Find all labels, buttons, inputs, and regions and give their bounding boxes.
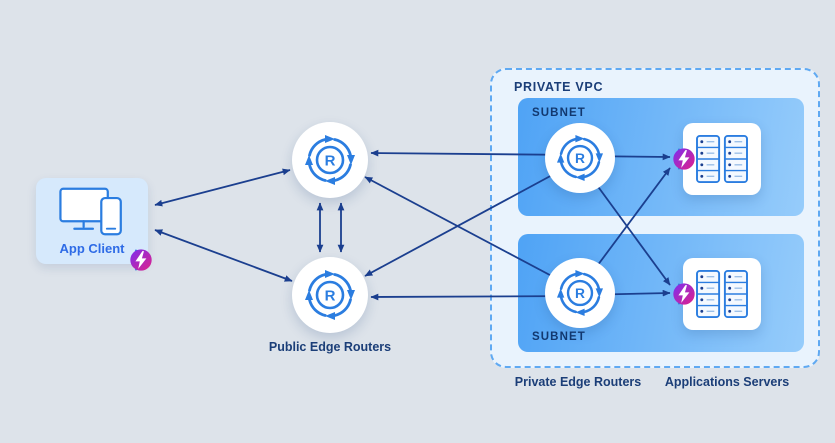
- router-icon: [292, 122, 368, 198]
- application-server-bottom: [672, 258, 761, 330]
- server-rack-icon: [696, 269, 748, 319]
- private-edge-routers-label: Private Edge Routers: [514, 375, 642, 389]
- private-vpc-label: PRIVATE VPC: [514, 80, 604, 94]
- lightning-bolt-badge: [129, 248, 153, 272]
- public-edge-router-top: [292, 122, 368, 198]
- desktop-and-phone-icon: [59, 187, 122, 236]
- private-edge-router-top: [545, 123, 615, 193]
- subnet-bottom-label: SUBNET: [532, 331, 586, 343]
- subnet-top-label: SUBNET: [532, 107, 586, 119]
- app-client-card: App Client: [36, 178, 153, 272]
- applications-servers-label: Applications Servers: [664, 375, 790, 389]
- private-vpc-container: PRIVATE VPC SUBNET SUBNET: [490, 68, 820, 368]
- public-edge-routers-label: Public Edge Routers: [268, 340, 392, 354]
- lightning-bolt-badge: [672, 147, 696, 171]
- app-client-label: App Client: [59, 241, 125, 256]
- server-rack-icon: [696, 134, 748, 184]
- private-edge-router-bottom: [545, 258, 615, 328]
- lightning-bolt-badge: [672, 282, 696, 306]
- public-edge-router-bottom: [292, 257, 368, 333]
- application-server-top: [672, 123, 761, 195]
- router-icon: [545, 123, 615, 193]
- router-icon: [545, 258, 615, 328]
- router-icon: [292, 257, 368, 333]
